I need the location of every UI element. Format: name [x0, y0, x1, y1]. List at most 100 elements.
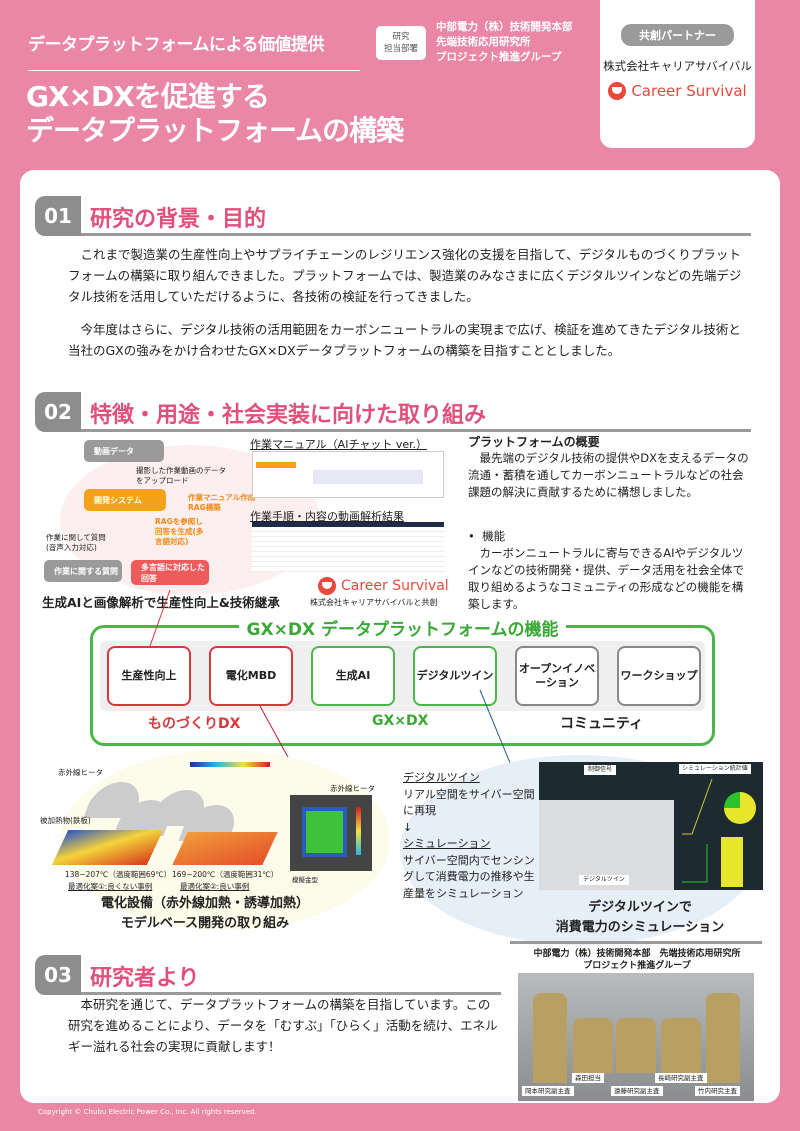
- heat-map-good: [172, 832, 278, 865]
- flow-label: 開発システム: [94, 495, 142, 505]
- case1-range: 138~207℃（温度範囲69℃）: [65, 870, 172, 879]
- heater-label: 赤外線ヒータ: [58, 768, 103, 777]
- case2-label: 最適化案②:良い事例: [180, 882, 250, 891]
- member-label: 遠藤研究副主査: [611, 1086, 663, 1096]
- category-monozukuri-dx: ものづくりDX: [148, 716, 241, 732]
- sim-text: サイバー空間内でセンシングして消費電力の推移や生産量をシミュレーション: [403, 853, 535, 900]
- flow-answer: 多言語に対応した回答: [131, 560, 209, 585]
- dept-badge: 研究担当部署: [376, 26, 426, 60]
- flow-label: 動画データ: [94, 446, 134, 456]
- manual-title: 作業マニュアル（AIチャット ver.）: [250, 438, 428, 451]
- flow-question: 作業に関する質問: [44, 560, 122, 582]
- section-title: 研究の背景・目的: [90, 207, 267, 232]
- header-divider: [28, 70, 360, 71]
- team-title: 中部電力（株）技術開発本部 先端技術応用研究所プロジェクト推進グループ: [508, 948, 766, 972]
- dept-badge-line: 担当部署: [383, 44, 418, 54]
- platform-title-text: GX×DX データプラットフォームの機能: [238, 620, 567, 640]
- title-line: データプラットフォームの構築: [26, 114, 404, 147]
- member-label: 森田担当: [572, 1073, 604, 1083]
- career-survival-logo: Career Survival: [600, 82, 755, 100]
- sim-heading: シミュレーション: [403, 837, 491, 850]
- section-title: 特徴・用途・社会実装に向けた取り組み: [90, 403, 487, 428]
- function-productivity: 生産性向上: [107, 646, 191, 706]
- lion-logo-icon: [608, 82, 627, 100]
- section-title: 研究者より: [90, 966, 200, 991]
- header-subtitle: データプラットフォームによる価値提供: [28, 35, 324, 55]
- paragraph: これまで製造業の生産性向上やサプライチェーンのレジリエンス強化の支援を目指して、…: [68, 247, 742, 304]
- flow-label: 多言語に対応した回答: [141, 562, 205, 583]
- twin-caption: デジタルツインで消費電力のシミュレーション: [520, 898, 760, 938]
- dept-line: 中部電力（株）技術開発本部: [436, 21, 573, 33]
- heater2-label: 赤外線ヒータ: [330, 784, 375, 793]
- genai-caption: 生成AIと画像解析で生産性向上&技術継承: [42, 595, 280, 610]
- caption-line: 電化設備（赤外線加熱・誘導加熱）: [100, 896, 309, 911]
- section-number: 01: [35, 196, 81, 236]
- dept-badge-line: 研究: [392, 32, 410, 42]
- twin-description: デジタルツイン リアル空間をサイバー空間に再現 ↓ シミュレーション サイバー空…: [403, 770, 538, 902]
- flow-dev-system: 開発システム: [84, 489, 166, 511]
- function-text: カーボンニュートラルに寄与できるAIやデジタルツインなどの技術開発・提供、データ…: [468, 546, 744, 611]
- case2-range: 169~200℃（温度範囲31℃）: [172, 870, 279, 879]
- flow-video-data: 動画データ: [84, 440, 164, 462]
- digital-twin-screenshot: 制御信号 デジタルツイン シミュレーション統計値: [539, 762, 763, 890]
- caption-line: 消費電力のシミュレーション: [555, 920, 725, 935]
- logo-text: Career Survival: [341, 578, 449, 594]
- dept-line: 先端技術応用研究所: [436, 36, 531, 48]
- paragraph: 今年度はさらに、デジタル技術の活用範囲をカーボンニュートラルの実現まで広げ、検証…: [68, 322, 741, 358]
- overview-text: 最先端のデジタル技術の提供やDXを支えるデータの流通・蓄積を通してカーボンニュー…: [468, 451, 749, 499]
- twin-heading: デジタルツイン: [403, 771, 480, 784]
- platform-functions-title: GX×DX データプラットフォームの機能: [90, 615, 715, 640]
- dept-line: プロジェクト推進グループ: [436, 51, 562, 63]
- title-line: GX×DXを促進する: [26, 80, 270, 113]
- mold-sim-image: [290, 795, 372, 871]
- twin-screen-label: デジタルツイン: [579, 875, 629, 885]
- researcher-message: 本研究を通じて、データプラットフォームの構築を目指しています。この研究を進めるこ…: [68, 997, 498, 1054]
- logo-text: Career Survival: [631, 82, 747, 100]
- temperature-colorbar: [190, 762, 270, 767]
- mbd-caption: 電化設備（赤外線加熱・誘導加熱） モデルベース開発の取り組み: [80, 894, 330, 934]
- team-underline: [510, 941, 762, 944]
- partner-badge: 共創パートナー: [621, 24, 734, 46]
- pie-chart: [724, 792, 756, 824]
- connector-lines: [149, 589, 516, 776]
- partner-name: 株式会社キャリアサバイバル: [603, 59, 752, 73]
- lion-logo-icon: [318, 577, 336, 595]
- down-arrow-icon: ↓: [403, 820, 413, 834]
- function-generative-ai: 生成AI: [311, 646, 395, 706]
- overview-title: プラットフォームの概要: [468, 435, 600, 449]
- twin-text: リアル空間をサイバー空間に再現: [403, 787, 535, 818]
- category-gx-dx: GX×DX: [372, 713, 429, 729]
- category-community: コミュニティ: [560, 716, 644, 732]
- section-number: 03: [35, 955, 81, 995]
- workpiece-label: 被加熱物(鉄板): [40, 816, 91, 825]
- flow-upload-note: 撮影した作業動画のデータをアップロード: [136, 466, 226, 485]
- heat-map-bad: [51, 830, 164, 865]
- mold-label: 模擬金型: [292, 876, 318, 884]
- section-underline: [81, 992, 501, 995]
- partner-panel: 共創パートナー 株式会社キャリアサバイバル Career Survival: [600, 0, 755, 148]
- stats-panel-label: シミュレーション統計値: [679, 764, 751, 774]
- team-title-line: プロジェクト推進グループ: [583, 961, 691, 971]
- career-survival-logo: Career Survival: [318, 577, 449, 595]
- section-number: 02: [35, 392, 81, 432]
- member-label: 竹内研究主査: [695, 1086, 740, 1096]
- function-heading: 機能: [482, 529, 506, 543]
- caption-line: モデルベース開発の取り組み: [120, 916, 290, 931]
- member-label: 岡本研究副主査: [522, 1086, 574, 1096]
- functions-row: [100, 641, 705, 711]
- section-underline: [81, 429, 751, 432]
- connector-line: [479, 689, 516, 776]
- ai-chat-screenshot: [252, 451, 444, 498]
- flow-ask-note: 作業に関して質問(音声入力対応): [46, 533, 106, 552]
- flow-label: 作業に関する質問: [54, 566, 118, 576]
- team-title-line: 中部電力（株）技術開発本部 先端技術応用研究所: [533, 949, 741, 959]
- member-label: 長崎研究副主査: [655, 1073, 707, 1083]
- function-bullet: • 機能: [468, 529, 506, 543]
- function-workshop: ワークショップ: [617, 646, 701, 706]
- page-title: GX×DXを促進する データプラットフォームの構築: [26, 80, 404, 148]
- control-signal-label: 制御信号: [584, 765, 617, 775]
- function-electrification-mbd: 電化MBD: [209, 646, 293, 706]
- team-photo: 岡本研究副主査 森田担当 遠藤研究副主査 長崎研究副主査 竹内研究主査: [518, 973, 754, 1101]
- function-open-innovation: オープンイノベーション: [515, 646, 599, 706]
- analysis-title: 作業手順・内容の動画解析結果: [250, 510, 404, 523]
